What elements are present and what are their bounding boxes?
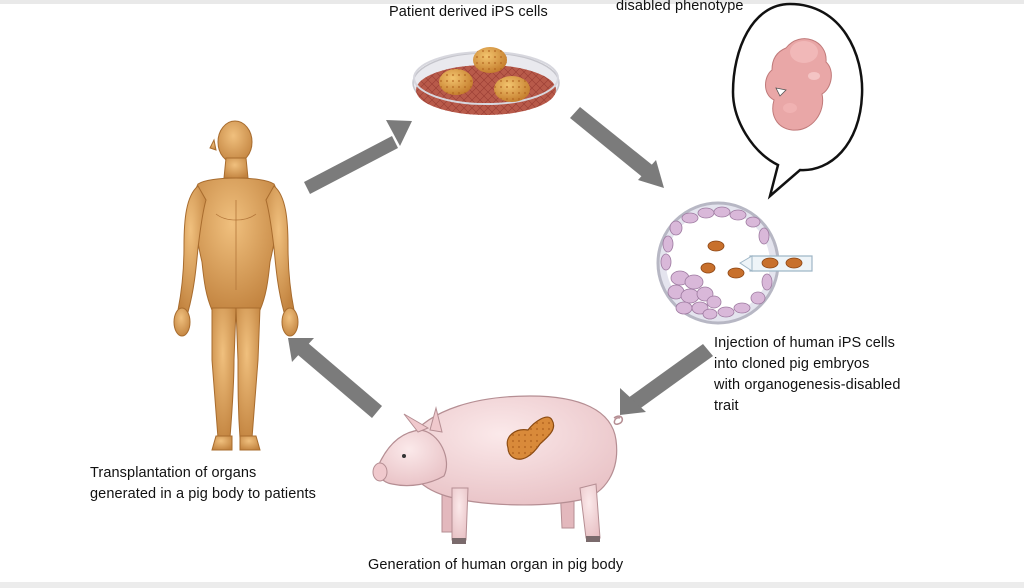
arrow-to-embryo	[570, 107, 664, 188]
phenotype-label: disabled phenotype	[616, 0, 744, 14]
arrow-to-dish	[304, 120, 412, 194]
petri-dish-icon	[412, 47, 560, 115]
pipette	[739, 255, 813, 272]
injection-label: Injection of human iPS cells into cloned…	[714, 335, 901, 414]
arrow-to-human	[288, 338, 382, 418]
top-edge	[0, 0, 1024, 4]
pig-fetus-icon	[765, 38, 832, 131]
organ-shape	[506, 416, 555, 460]
arrow-to-pig	[620, 344, 713, 415]
bottom-edge	[0, 582, 1024, 588]
organ-generation-label: Generation of human organ in pig body	[368, 557, 624, 573]
ips-cells-label: Patient derived iPS cells	[389, 4, 548, 20]
transplantation-label: Transplantation of organs generated in a…	[90, 465, 316, 502]
human-body-icon	[173, 120, 299, 451]
phenotype-bubble	[731, 2, 864, 200]
pig-icon	[372, 395, 624, 544]
cycle-arrows	[288, 107, 713, 418]
embryo-injection-icon	[656, 201, 813, 325]
